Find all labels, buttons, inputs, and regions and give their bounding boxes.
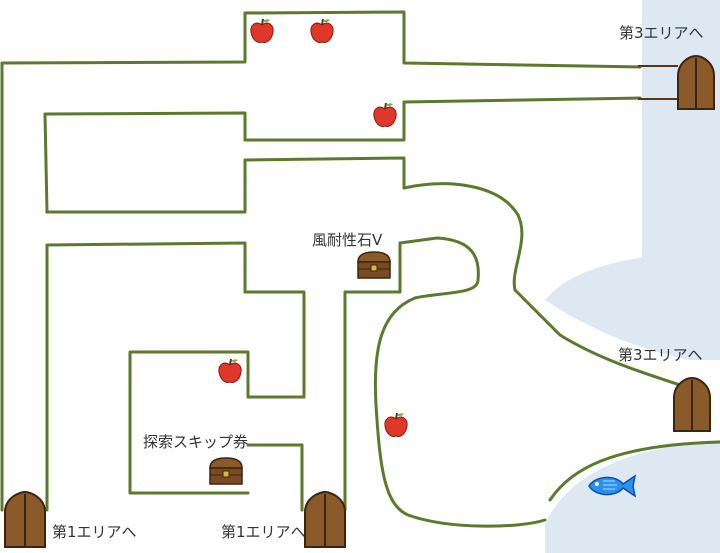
water-bottom-right — [545, 440, 720, 553]
apple-icon[interactable] — [372, 101, 398, 129]
exit-label-area3-right: 第3エリアへ — [618, 346, 703, 364]
treasure-label-wind-stone: 風耐性石V — [312, 231, 383, 249]
door-icon[interactable] — [3, 490, 47, 548]
door-icon[interactable] — [672, 376, 712, 432]
door-icon[interactable] — [303, 490, 347, 548]
exit-label-area1-left: 第1エリアへ — [52, 523, 137, 541]
exit-label-area3-top: 第3エリアへ — [619, 24, 704, 42]
apple-icon[interactable] — [249, 17, 275, 45]
apple-icon[interactable] — [309, 17, 335, 45]
treasure-label-skip-ticket: 探索スキップ券 — [143, 433, 249, 451]
door-icon[interactable] — [638, 54, 720, 110]
apple-icon[interactable] — [217, 357, 243, 385]
treasure-chest-icon[interactable] — [356, 250, 392, 280]
exit-label-area1-bottom: 第1エリアへ — [221, 523, 306, 541]
treasure-chest-icon[interactable] — [208, 456, 244, 486]
apple-icon[interactable] — [383, 411, 409, 439]
water-right-band — [545, 250, 720, 360]
wall-lines — [0, 10, 720, 528]
fish-icon[interactable] — [585, 472, 637, 500]
